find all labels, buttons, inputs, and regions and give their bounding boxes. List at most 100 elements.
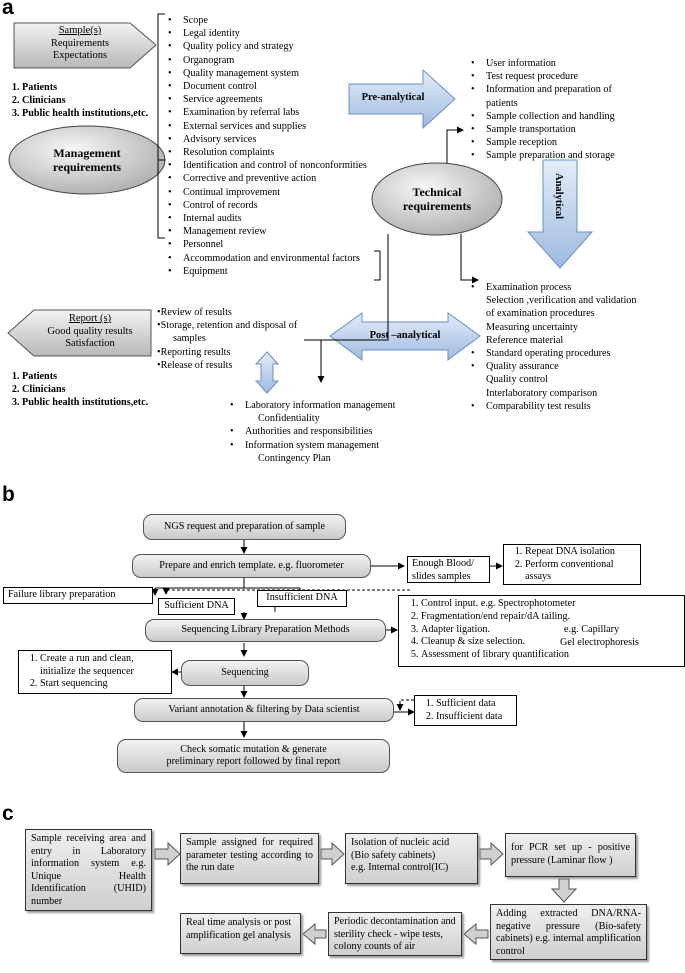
list-item: Quality assurance [471, 360, 637, 373]
repeat-list: Repeat DNA isolation Perform conventiona… [507, 546, 637, 584]
run-steps-box: Create a run and clean,initialize the se… [18, 650, 172, 694]
list-item: •Review of results [157, 307, 232, 318]
isolation-line1: Isolation of nucleic acid [351, 837, 450, 848]
list-item: Examination by referral labs [168, 106, 367, 119]
capillary-line2: Gel electrophoresis [560, 636, 639, 648]
list-item: Assessment of library quantification [421, 649, 680, 662]
c-box-sample-receiving: Sample receiving area and entry in Labor… [25, 829, 152, 911]
list-item: Internal audits [168, 212, 367, 225]
final-report-box: Check somatic mutation & generate prelim… [117, 739, 390, 773]
enough-blood-box: Enough Blood/ slides samples [407, 556, 490, 583]
list-item: External services and supplies [168, 120, 367, 133]
list-item: Advisory services [168, 133, 367, 146]
list-item: Create a run and clean,initialize the se… [40, 653, 168, 678]
list-item: Adapter ligation. [421, 624, 680, 637]
sample-tag-line2: Expectations [52, 50, 108, 61]
list-item: Management review [168, 225, 367, 238]
list-item: User information [471, 57, 615, 70]
isolation-line2: (Bio safety cabinets) [351, 849, 436, 861]
list-item: •Release of results [157, 359, 233, 371]
management-line1: Management [53, 146, 121, 160]
lis-list: Laboratory information management Confid… [230, 399, 396, 465]
panel-a-letter: a [2, 0, 14, 19]
list-item: Measuring uncertainty [486, 321, 578, 333]
list-item: Laboratory information management [230, 399, 396, 412]
list-item: Reference material [486, 334, 564, 346]
list-item: Identification and control of nonconform… [168, 159, 367, 172]
failure-library-box: Failure library preparation [3, 587, 153, 604]
report-tag: Report (s) Good quality results Satisfac… [30, 313, 150, 351]
analytical-arrow [526, 159, 594, 269]
library-steps-list: Control input. e.g. Spectrophotometer Fr… [403, 598, 680, 662]
report-tag-line1: Good quality results [47, 325, 133, 337]
list-item: Comparability test results [471, 400, 637, 413]
enough-blood-line1: Enough Blood/ [412, 558, 474, 569]
technical-line2: requirements [402, 199, 472, 213]
technical-ellipse [371, 162, 503, 236]
list-item: Personnel [168, 238, 367, 251]
vertical-double-arrow [254, 351, 280, 394]
sequencing-box: Sequencing [181, 660, 309, 686]
list-item: Standard operating procedures [471, 347, 637, 360]
panel-c-letter: c [2, 802, 14, 825]
pre-analytical-label: Pre-analytical [361, 92, 425, 103]
list-item: Continual improvement [168, 186, 367, 199]
list-item: Corrective and preventive action [168, 172, 367, 185]
repeat-box: Repeat DNA isolation Perform conventiona… [503, 544, 641, 585]
ngs-request-box: NGS request and preparation of sample [143, 514, 346, 540]
list-item: Control input. e.g. Spectrophotometer [421, 598, 680, 611]
c-box-isolation: Isolation of nucleic acid (Bio safety ca… [345, 833, 478, 884]
c-arrow-3 [479, 841, 504, 867]
list-item: •Reporting results [157, 346, 231, 358]
c-box-adding-extracted: Adding extracted DNA/RNA-negative pressu… [490, 904, 647, 960]
post-analytical-list: •Review of results •Storage, retention a… [157, 306, 297, 372]
capillary-note: e.g. Capillary Gel electrophoresis [560, 624, 639, 649]
c-box-decontamination: Periodic decontamination and sterility c… [328, 912, 462, 956]
list-item: Sufficient data [436, 697, 513, 710]
list-item: Legal identity [168, 27, 367, 40]
pre-analytical-list: User information Test request procedure … [471, 57, 615, 163]
prepare-template-box: Prepare and enrich template. e.g. fluoro… [132, 554, 371, 578]
data-list: Sufficient data Insufficient data [418, 697, 513, 723]
isolation-line3: e.g. Internal control(IC) [351, 862, 449, 873]
c-arrow-6 [302, 922, 327, 946]
list-item: Accommodation and environmental factors [168, 252, 367, 265]
stakeholder-item: Patients [22, 370, 148, 383]
stakeholder-item: Public health institutions,etc. [22, 107, 148, 120]
list-item: Test request procedure [471, 70, 615, 83]
report-tag-shape [7, 309, 152, 357]
list-item: Sample transportation [471, 123, 615, 136]
list-item: Sample collection and handling [471, 110, 615, 123]
management-label: Management requirements [20, 146, 154, 174]
analytical-list: Examination process Selection ,verificat… [471, 281, 637, 413]
management-line2: requirements [52, 160, 122, 174]
list-item: Interlaboratory comparison [486, 387, 598, 399]
c-arrow-5 [463, 922, 489, 946]
post-analytical-label: Post –analytical [369, 330, 441, 341]
report-tag-line2: Satisfaction [65, 338, 115, 349]
list-item: samples [173, 333, 206, 345]
variant-box: Variant annotation & filtering by Data s… [134, 698, 394, 722]
report-tag-title: Report (s) [68, 313, 112, 324]
list-item: Start sequencing [40, 678, 168, 691]
sample-tag-shape [13, 22, 157, 69]
stakeholder-item: Public health institutions,etc. [22, 396, 148, 409]
c-arrow-1 [154, 841, 181, 867]
c-box-pcr-setup: for PCR set up - positive pressure (Lami… [505, 833, 636, 877]
management-bracket [157, 13, 165, 239]
library-steps-box: Control input. e.g. Spectrophotometer Fr… [398, 595, 685, 667]
list-item: Resolution complaints [168, 146, 367, 159]
list-item: Information and preparation of [471, 83, 615, 96]
list-item: Quality policy and strategy [168, 40, 367, 53]
final-report-line1: Check somatic mutation & generate [180, 743, 327, 755]
list-item: Organogram [168, 54, 367, 67]
list-item: Control of records [168, 199, 367, 212]
management-list: Scope Legal identity Quality policy and … [168, 14, 367, 278]
shared-bracket [374, 250, 381, 281]
list-item: Authorities and responsibilities [230, 425, 396, 438]
capillary-line1: e.g. Capillary [564, 624, 620, 635]
c-box-sample-assigned: Sample assigned for required parameter t… [180, 833, 319, 884]
panel-b-letter: b [2, 483, 15, 506]
list-item: Contingency Plan [258, 452, 331, 464]
